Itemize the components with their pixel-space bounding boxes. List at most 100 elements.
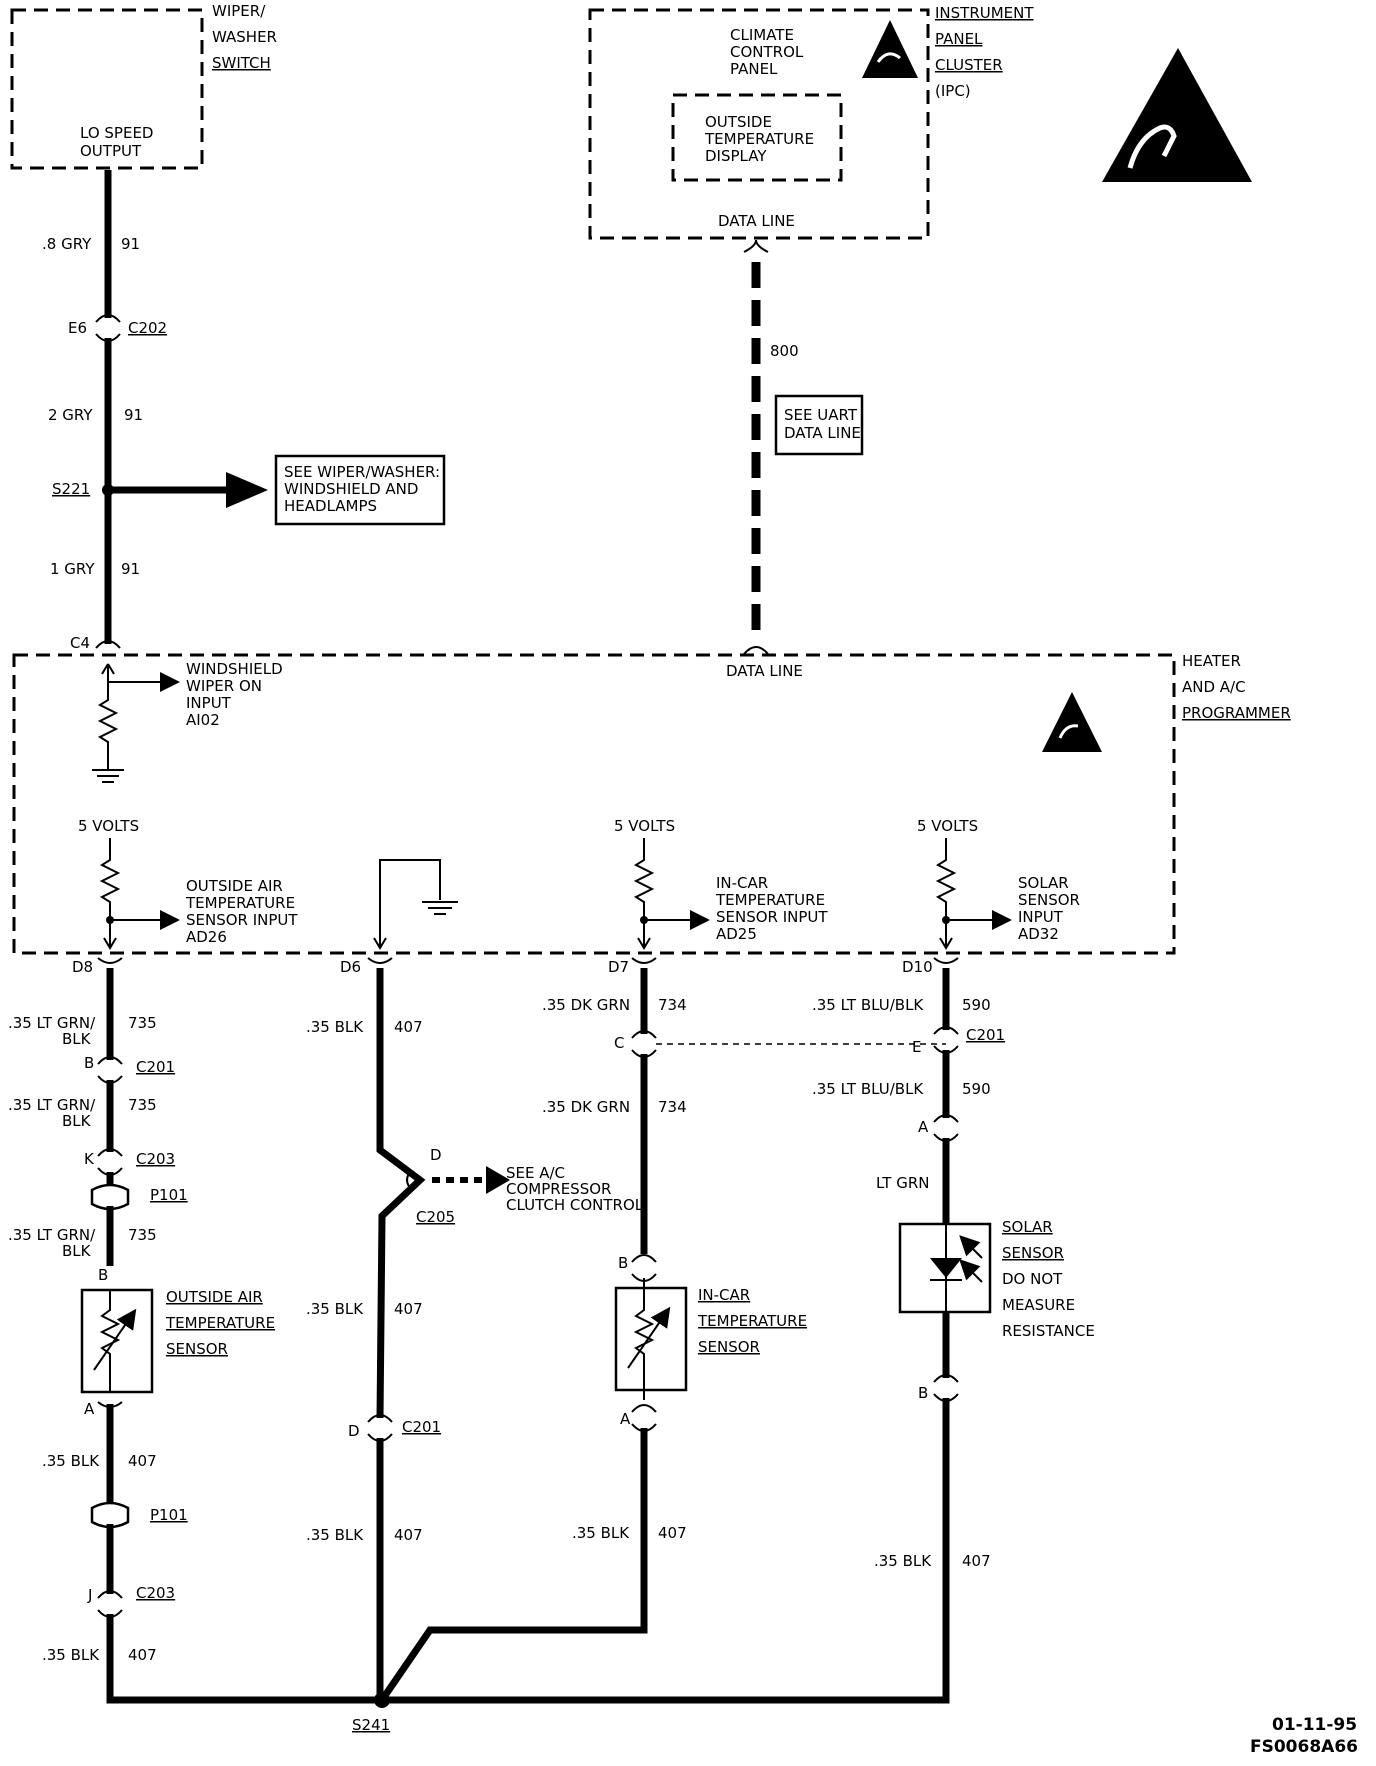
diagram-label: DATA LINE [726,662,803,680]
diagram-label: K [84,1150,95,1168]
diagram-label: LO SPEED [80,124,153,142]
diagram-label: .35 LT BLU/BLK [812,996,924,1014]
diagram-label: SOLAR [1018,874,1069,892]
diagram-label: 407 [962,1552,991,1570]
diagram-label: FS0068A66 [1250,1737,1358,1757]
diagram-label: D [348,1422,360,1440]
diagram-label: A [84,1400,95,1418]
diagram-label: 5 VOLTS [614,817,675,835]
diagram-label: 407 [394,1300,423,1318]
diagram-label: IN-CAR [716,874,768,892]
diagram-label: BLK [62,1030,92,1048]
diagram-label: RESISTANCE [1002,1322,1095,1340]
diagram-label: AI02 [186,711,220,729]
diagram-label: B [84,1054,94,1072]
oat-sensor-circuit: .35 LT GRN/ BLK 735 B C201 .35 LT GRN/ B… [8,957,380,1704]
diagram-label: P101 [150,1506,188,1524]
wiper-circuit-91: .8 GRY 91 E6 C202 2 GRY 91 S221 SEE WIPE… [42,170,446,652]
diagram-label: AD32 [1018,925,1059,943]
diagram-label: SENSOR [1018,891,1080,909]
diagram-label: .35 BLK [874,1552,932,1570]
diagram-label: C203 [136,1150,175,1168]
diagram-label: A [620,1410,631,1428]
diagram-label: 407 [128,1452,157,1470]
esd-warning-icon [1102,48,1252,182]
diagram-label: .35 LT GRN/ [8,1096,96,1114]
diagram-label: BLK [62,1112,92,1130]
diagram-label: TEMPERATURE [704,130,814,148]
diagram-label: .35 DK GRN [542,996,630,1014]
diagram-label: (IPC) [935,82,971,100]
esd-warning-icon [1042,692,1102,752]
diagram-label: C4 [70,634,90,652]
diagram-label: 91 [121,235,140,253]
diagram-label: 01-11-95 [1272,1715,1357,1735]
diagram-label: C [614,1034,624,1052]
diagram-label: SENSOR INPUT [186,911,298,929]
diagram-label: D7 [608,958,629,976]
diagram-label: 407 [394,1018,423,1036]
diagram-label: SOLAR [1002,1218,1053,1236]
diagram-label: TEMPERATURE [697,1312,807,1330]
diagram-label: TEMPERATURE [185,894,295,912]
diagram-label: 800 [770,342,799,360]
diagram-label: D8 [72,958,93,976]
wiper-washer-switch: WIPER/ WASHER SWITCH LO SPEED OUTPUT [10,2,277,170]
diagram-label: 1 GRY [50,560,95,578]
diagram-label: .35 LT BLU/BLK [812,1080,924,1098]
esd-handling-note [1102,48,1252,182]
diagram-label: 407 [128,1646,157,1664]
diagram-label: .35 BLK [572,1524,630,1542]
diagram-label: INPUT [1018,908,1064,926]
diagram-label: .8 GRY [42,235,92,253]
diagram-label: B [618,1254,628,1272]
diagram-label: 735 [128,1096,157,1114]
diagram-label: WASHER [212,28,277,46]
diagram-label: .35 BLK [42,1646,100,1664]
diagram-label: CLUSTER [935,56,1003,74]
diagram-label: TEMPERATURE [715,891,825,909]
diagram-label: 590 [962,1080,991,1098]
diagram-label: DO NOT [1002,1270,1063,1288]
diagram-label: 734 [658,996,687,1014]
diagram-label: OUTSIDE [705,113,772,131]
diagram-label: E [912,1038,921,1056]
connector-p101-icon [90,1183,130,1211]
diagram-label: COMPRESSOR [506,1180,611,1198]
esd-warning-icon [862,20,918,78]
diagram-label: B [918,1384,928,1402]
incar-sensor-circuit: D7 .35 DK GRN 734 C .35 DK GRN 734 B IN-… [379,957,946,1702]
diagram-label: INSTRUMENT [935,4,1034,22]
diagram-label: SEE A/C [506,1164,565,1182]
diagram-label: CLIMATE [730,26,794,44]
diagram-label: 5 VOLTS [917,817,978,835]
reference-arrow-icon [486,1166,510,1194]
diagram-label: DISPLAY [705,147,767,165]
diagram-label: AD25 [716,925,757,943]
diagram-label: OUTSIDE AIR [186,877,283,895]
diagram-label: D10 [902,958,933,976]
diagram-label: AND A/C [1182,678,1246,696]
diagram-label: .35 DK GRN [542,1098,630,1116]
diagram-label: SWITCH [212,54,271,72]
diagram-label: PROGRAMMER [1182,704,1291,722]
diagram-label: C203 [136,1584,175,1602]
footer-stamp: 01-11-95 FS0068A66 [1250,1715,1358,1757]
diagram-label: MEASURE [1002,1296,1075,1314]
diagram-label: .35 LT GRN/ [8,1226,96,1244]
diagram-label: S241 [352,1716,390,1734]
diagram-label: WINDSHIELD AND [284,480,418,498]
diagram-label: .35 LT GRN/ [8,1014,96,1032]
diagram-label: 5 VOLTS [78,817,139,835]
diagram-label: E6 [68,319,87,337]
diagram-label: HEADLAMPS [284,497,377,515]
diagram-label: .35 BLK [42,1452,100,1470]
reference-arrow-icon [226,472,268,508]
diagram-label: WIPER ON [186,677,262,695]
diagram-label: AD26 [186,928,227,946]
diagram-label: DATA LINE [718,212,795,230]
diagram-label: J [87,1586,92,1604]
diagram-label: P101 [150,1186,188,1204]
diagram-label: 590 [962,996,991,1014]
